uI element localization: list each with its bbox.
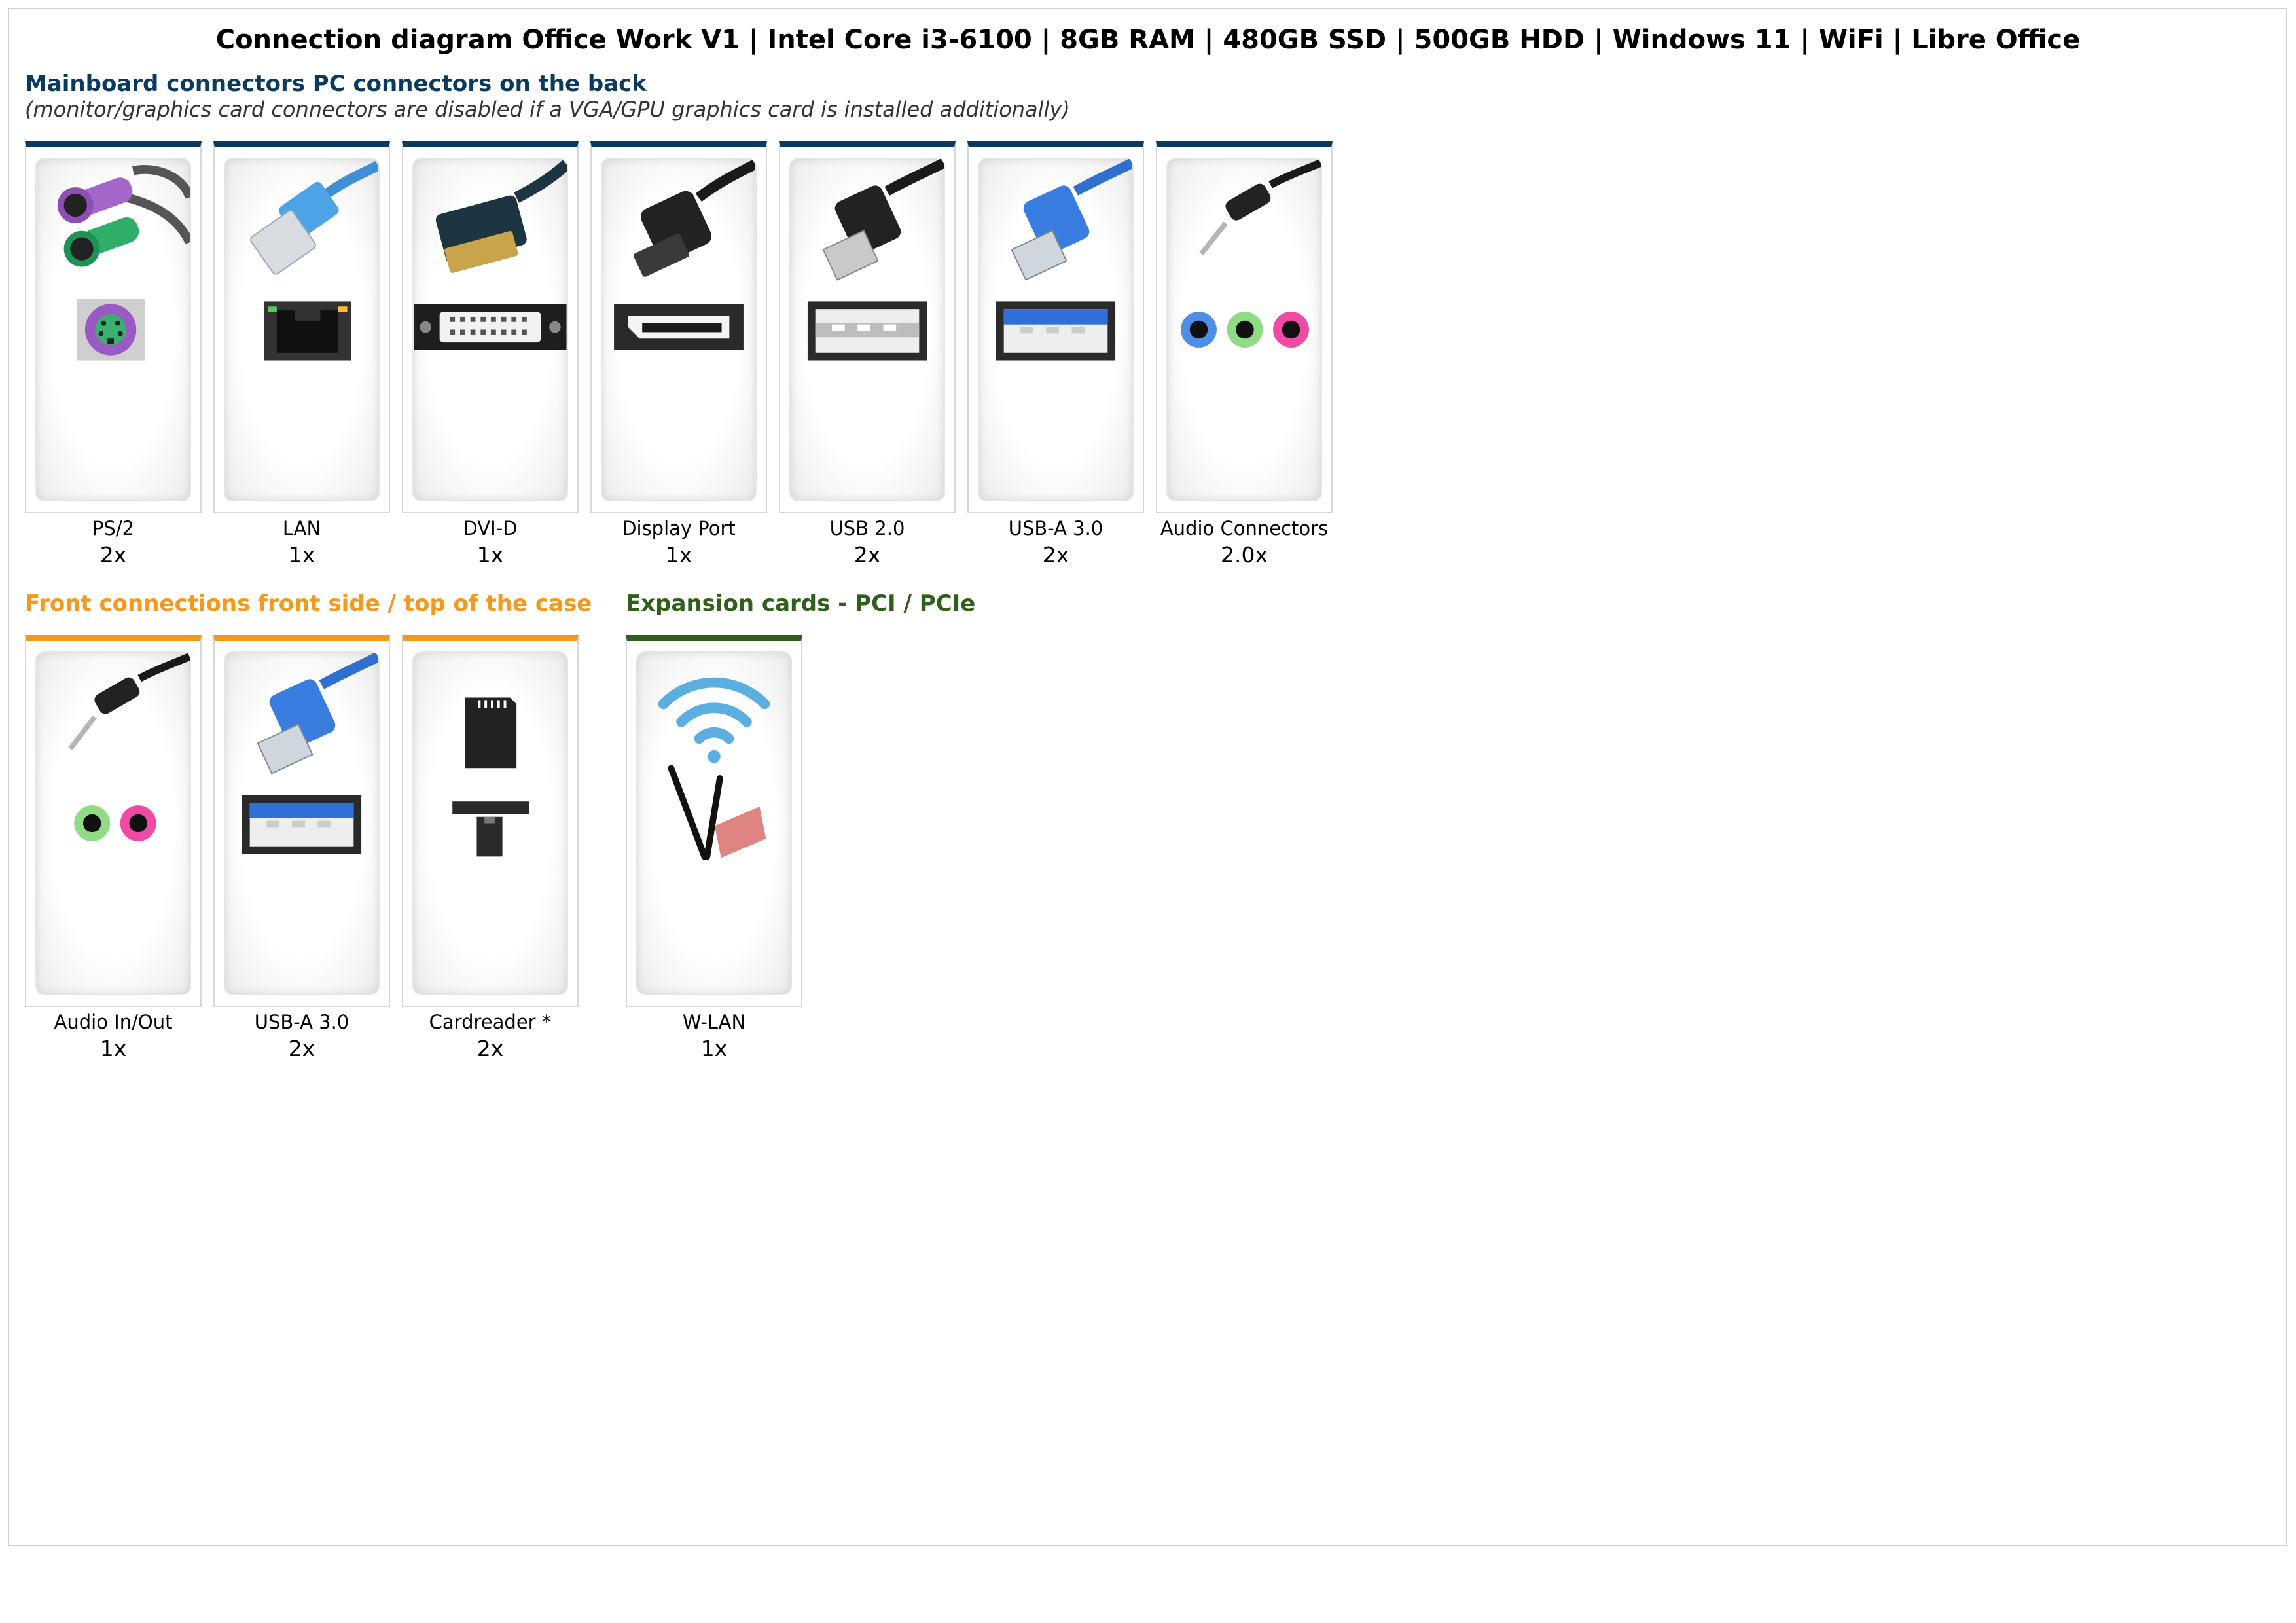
- audio-in-out-icon: [68, 653, 190, 841]
- connector-card-ps2: [25, 141, 202, 513]
- ps2-connector-icon: [57, 165, 190, 361]
- connector-count: 2x: [476, 1036, 504, 1061]
- usb3-connector-icon: [242, 653, 378, 854]
- connector-count: 1x: [700, 1036, 728, 1061]
- connector-count: 2x: [288, 1036, 315, 1061]
- connector-label: W-LAN: [682, 1011, 746, 1033]
- connector-card-usb3: [967, 141, 1144, 513]
- connector-card-lan: [213, 141, 390, 513]
- mainboard-section-title: Mainboard connectors PC connectors on th…: [25, 71, 647, 97]
- usb3-connector-icon: [996, 159, 1132, 361]
- connector-card-front-audio: [25, 635, 202, 1007]
- pci-section-title: Expansion cards - PCI / PCIe: [626, 591, 976, 617]
- connector-count: 2x: [99, 542, 127, 568]
- connector-label: Audio In/Out: [54, 1011, 173, 1033]
- connector-card-audio: [1156, 141, 1333, 513]
- connector-label: Cardreader *: [429, 1011, 552, 1033]
- connector-card-displayport: [590, 141, 767, 513]
- wifi-card-icon: [658, 677, 770, 860]
- connector-label: Audio Connectors: [1160, 517, 1329, 539]
- connector-card-cardreader: [402, 635, 579, 1007]
- connector-count: 2.0x: [1220, 542, 1268, 568]
- connector-label: USB-A 3.0: [254, 1011, 350, 1033]
- connector-card-front-usb3: [213, 635, 390, 1007]
- mainboard-section-note: (monitor/graphics card connectors are di…: [25, 97, 1070, 122]
- connector-count: 1x: [476, 542, 504, 568]
- page-frame: [8, 8, 2287, 1546]
- connector-card-usb2: [779, 141, 956, 513]
- connector-card-dvi: [402, 141, 579, 513]
- connector-count: 1x: [99, 1036, 127, 1061]
- connector-label: DVI-D: [463, 517, 518, 539]
- connector-count: 2x: [1042, 542, 1069, 568]
- displayport-connector-icon: [614, 159, 755, 350]
- connector-label: Display Port: [622, 517, 736, 539]
- connector-count: 1x: [665, 542, 692, 568]
- page-title: Connection diagram Office Work V1 | Inte…: [215, 25, 2081, 55]
- sd-card-reader-icon: [452, 697, 529, 857]
- connector-label: LAN: [282, 517, 321, 539]
- lan-connector-icon: [250, 160, 378, 361]
- connector-card-wlan: [626, 635, 802, 1007]
- audio-jacks-icon: [1181, 159, 1321, 348]
- dvi-connector-icon: [414, 160, 567, 350]
- connector-label: PS/2: [92, 517, 135, 539]
- front-section-title: Front connections front side / top of th…: [25, 591, 592, 617]
- usb2-connector-icon: [807, 159, 944, 361]
- connector-label: USB-A 3.0: [1008, 517, 1103, 539]
- connector-label: USB 2.0: [829, 517, 905, 539]
- connector-count: 2x: [853, 542, 881, 568]
- connector-count: 1x: [288, 542, 315, 568]
